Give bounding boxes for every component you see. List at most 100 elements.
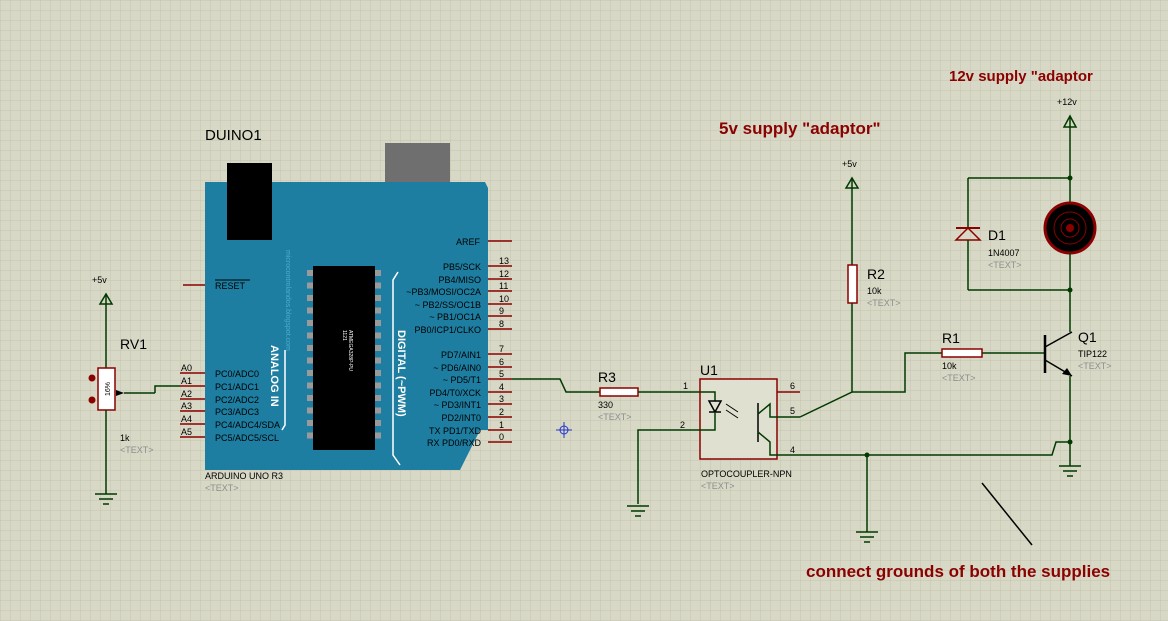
motor-supply[interactable]: +12v [968,97,1077,202]
pin-number: 1 [499,420,504,430]
diode-d1[interactable]: D1 1N4007 <TEXT> [954,178,1022,290]
pin-label: PD2/INT0 [441,413,481,423]
pin-label: ~ PD5/T1 [443,375,481,385]
d1-ref: D1 [988,227,1006,243]
q1-ref: Q1 [1078,329,1097,345]
pin-label: ~ PB1/OC1A [429,312,481,322]
r2-power-label: +5v [842,159,857,169]
pin-label: PC5/ADC5/SCL [215,433,279,443]
junction-dot [1067,439,1073,445]
digital-pin-12[interactable]: 12 PB4/MISO [438,269,512,285]
r2-value: 10k [867,286,882,296]
collector-wire [757,402,800,418]
chip-pin [307,420,313,426]
digital-pin-2[interactable]: 2 PD2/INT0 [441,407,512,423]
u1-value: OPTOCOUPLER-NPN [701,469,792,479]
digital-pin-1[interactable]: 1 TX PD1/TXD [429,420,512,436]
pin-label: PB5/SCK [443,262,481,272]
analog-pin-a3[interactable]: A3 PC3/ADC3 [180,401,259,417]
rv1-value: 1k [120,433,130,443]
transistor-q1[interactable]: Q1 TIP122 <TEXT> [1032,329,1112,377]
chip-pin [307,320,313,326]
rv1-text-placeholder: <TEXT> [120,445,154,455]
analog-pin-a5[interactable]: A5 PC5/ADC5/SCL [180,427,279,443]
digital-pin-5[interactable]: 5 ~ PD5/T1 [443,369,512,385]
pin-number: A4 [181,414,192,424]
chip-pin [375,295,381,301]
resistor-r1[interactable]: R1 10k <TEXT> [852,330,1032,393]
pin-number: 13 [499,256,509,266]
analog-pin-a0[interactable]: A0 PC0/ADC0 [180,363,259,379]
pin-label: TX PD1/TXD [429,426,482,436]
chip-label: ATMEGA328P-PU [347,330,353,371]
pin-label: PC4/ADC4/SDA [215,420,280,430]
motor-ring [1060,218,1080,238]
resistor-r3[interactable]: R3 330 <TEXT> [512,369,700,422]
analog-pin-a2[interactable]: A2 PC2/ADC2 [180,389,259,405]
u1-body [699,378,778,460]
digital-pin-9[interactable]: 9 ~ PB1/OC1A [429,306,512,322]
junction-dot [1067,175,1073,181]
wire [512,378,600,393]
dc-motor[interactable] [1043,201,1097,255]
pot-wiper-button[interactable] [88,374,96,382]
digital-pin-6[interactable]: 6 ~ PD6/AIN0 [433,357,512,373]
chip-pin [307,407,313,414]
u1-ref: U1 [700,362,718,378]
pin-number: A1 [181,376,192,386]
chip-pin [375,357,381,364]
note-12v-supply: 12v supply "adaptor [949,68,1093,85]
board-side-text: microcontrolandos.blogspot.com [284,250,291,351]
r1-body [941,348,983,358]
pin-number: 12 [499,269,509,279]
chip-pin [307,382,313,389]
digital-pin-4[interactable]: 4 PD4/T0/XCK [429,382,512,398]
digital-pin-13[interactable]: 13 PB5/SCK [443,256,512,272]
r3-value: 330 [598,400,613,410]
digital-pin-8[interactable]: 8 PB0/ICP1/CLKO [414,319,512,335]
pin-number: A0 [181,363,192,373]
ground-icon [856,531,878,543]
analog-bracket [281,350,286,431]
chip-pin [307,370,313,376]
digital-pin-7[interactable]: 7 PD7/AIN1 [441,344,512,360]
wire-common-ground [800,441,1070,456]
pin-number: 5 [499,369,504,379]
pin-number: 0 [499,432,504,442]
rv1-power-label: +5v [92,275,107,285]
digital-pin-10[interactable]: 10 ~ PB2/SS/OC1B [415,294,512,310]
analog-pin-a4[interactable]: A4 PC4/ADC4/SDA [180,414,280,430]
r3-text-placeholder: <TEXT> [598,412,632,422]
chip-pin [375,345,381,351]
digital-pin-3[interactable]: 3 ~ PD3/INT1 [434,394,512,410]
potentiometer-rv1[interactable]: +5v 16% RV1 1k <TEXT> [88,275,156,505]
ground-icon [1059,465,1081,477]
note-connect-grounds: connect grounds of both the supplies [806,562,1110,581]
led-wire [700,412,716,431]
pin-label: PC0/ADC0 [215,369,259,379]
motor-ring [1053,211,1087,245]
pin-label: ~ PD6/AIN0 [433,363,481,373]
analog-pin-a1[interactable]: A1 PC1/ADC1 [180,376,259,392]
pin-number: 6 [499,357,504,367]
pin-number: A2 [181,389,192,399]
chip-pin [375,307,381,314]
digital-pin-11[interactable]: 11 ~PB3/MOSI/OC2A [406,281,512,297]
digital-bracket [392,271,401,466]
pin-number: 7 [499,344,504,354]
optocoupler-u1[interactable]: U1 1 2 6 5 4 OPTOCOUPLER-NPN <TEXT> [680,362,800,491]
q1-text-placeholder: <TEXT> [1078,361,1112,371]
pin-label: PC2/ADC2 [215,395,259,405]
chip-legs [307,270,381,439]
pot-wiper-button[interactable] [88,396,96,404]
chip-pin [375,320,381,326]
pin-number: 4 [499,382,504,392]
chip-pin [375,370,381,376]
u1-pin-5: 5 [790,406,795,416]
ground-icon [627,505,649,517]
arduino-uno[interactable]: DUINO1 microcontrolandos.blogspot.com RE… [180,127,512,493]
pin-label: PB0/ICP1/CLKO [414,325,481,335]
digital-pin-0[interactable]: 0 RX PD0/RXD [427,432,512,448]
